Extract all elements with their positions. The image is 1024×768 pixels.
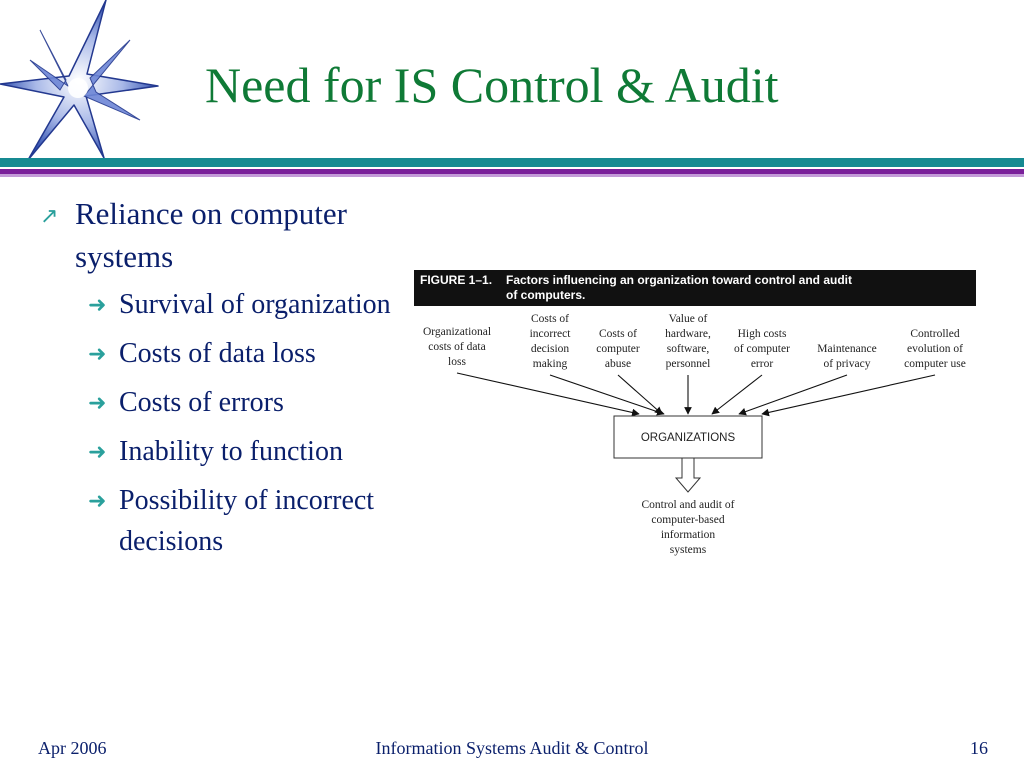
- figure-caption-line2: of computers.: [506, 288, 585, 302]
- factor-arrow: [761, 374, 936, 417]
- hollow-down-arrow: [674, 457, 702, 493]
- sub-bullet-item: ➜ Survival of organization: [40, 284, 400, 325]
- arrow-right-icon: ➜: [88, 341, 107, 366]
- sub-bullet-item: ➜ Possibility of incorrect decisions: [40, 480, 400, 562]
- divider-lilac: [0, 174, 1024, 177]
- bullet-text: Reliance on computer systems: [75, 196, 348, 274]
- factor-arrow: [738, 374, 848, 416]
- factors-figure: FIGURE 1–1. Factors influencing an organ…: [414, 270, 976, 556]
- figure-caption-line1: Factors influencing an organization towa…: [506, 273, 852, 287]
- footer-page-number: 16: [970, 738, 988, 758]
- divider-gap: [0, 167, 1024, 169]
- figure-caption-bar: [414, 270, 976, 306]
- factor-arrow: [549, 374, 665, 416]
- arrow-right-icon: ➜: [88, 390, 107, 415]
- sub-bullet-text: Survival of organization: [119, 289, 391, 320]
- sub-bullet-item: ➜ Costs of errors: [40, 382, 400, 423]
- footer-title: Information Systems Audit & Control: [375, 738, 649, 758]
- factor-arrow: [456, 372, 640, 417]
- divider-purple: [0, 169, 1024, 174]
- figure-caption-label: FIGURE 1–1.: [420, 273, 492, 287]
- sub-bullet-text: Possibility of incorrect decisions: [119, 485, 375, 557]
- sub-bullet-text: Costs of errors: [119, 387, 284, 418]
- arrow-right-icon: ➜: [88, 292, 107, 317]
- sub-bullet-text: Costs of data loss: [119, 338, 316, 369]
- bullet-item: ↗ Reliance on computer systems: [40, 192, 400, 278]
- organizations-box: [613, 415, 763, 459]
- factor-arrow: [617, 374, 663, 415]
- factor-arrow: [711, 374, 763, 415]
- star-icon: [0, 0, 159, 161]
- sub-bullet-list: ➜ Survival of organization ➜ Costs of da…: [40, 284, 400, 562]
- arrow-right-icon: ➜: [88, 439, 107, 464]
- divider-teal: [0, 158, 1024, 167]
- sub-bullet-item: ➜ Costs of data loss: [40, 333, 400, 374]
- arrow-up-right-icon: ↗: [40, 203, 59, 228]
- sub-bullet-item: ➜ Inability to function: [40, 431, 400, 472]
- slide-title: Need for IS Control & Audit: [205, 57, 779, 113]
- sub-bullet-text: Inability to function: [119, 436, 343, 467]
- bullet-list: ↗ Reliance on computer systems ➜ Surviva…: [40, 192, 400, 570]
- organizations-label: ORGANIZATIONS: [641, 432, 736, 444]
- footer-date: Apr 2006: [38, 738, 107, 758]
- arrow-right-icon: ➜: [88, 488, 107, 513]
